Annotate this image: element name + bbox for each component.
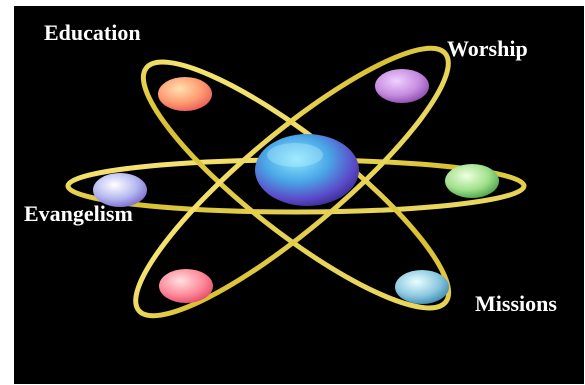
electron-right: [445, 164, 499, 198]
nucleus-highlight: [267, 143, 323, 167]
electron-education: [158, 77, 212, 111]
label-evangelism: Evangelism: [24, 203, 133, 225]
label-missions: Missions: [475, 293, 557, 315]
label-worship: Worship: [447, 38, 528, 60]
electron-worship: [375, 69, 429, 103]
label-education: Education: [44, 22, 141, 44]
electron-bottom-left: [159, 269, 213, 303]
electron-missions: [395, 270, 449, 304]
